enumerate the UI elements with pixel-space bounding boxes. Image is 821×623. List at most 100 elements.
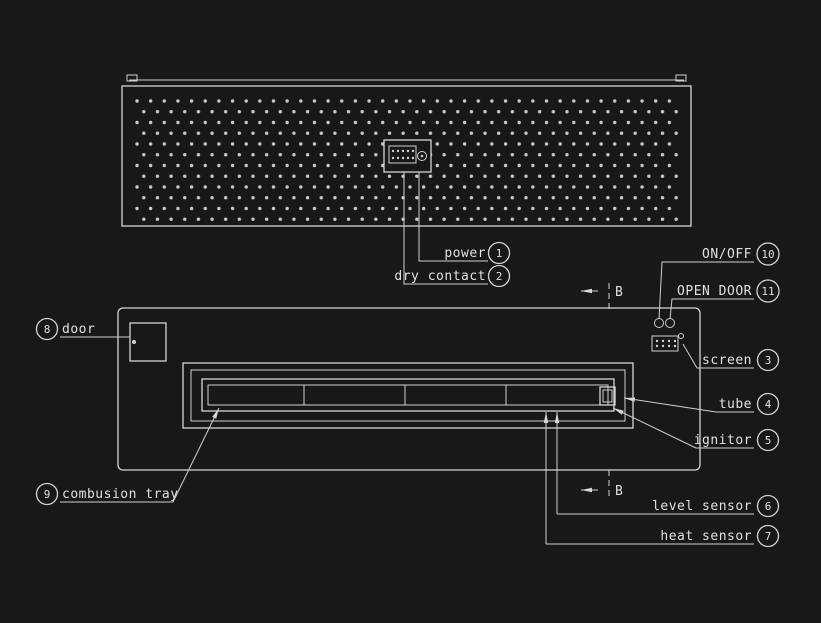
top-view-lip-tab-right — [675, 74, 687, 82]
burner-recess-inner — [190, 369, 626, 422]
leader-dry-contact — [403, 172, 488, 285]
burner-recess-outer — [182, 362, 634, 429]
screen-pin — [673, 339, 677, 343]
callout-on-off-balloon — [756, 242, 780, 266]
power-connector — [383, 139, 432, 173]
callout-level-sensor-number: 6 — [765, 500, 772, 513]
callout-screen-number: 3 — [765, 354, 772, 367]
callout-level-sensor: level sensor 6 — [554, 412, 780, 518]
connector-pin — [401, 149, 405, 153]
callout-door-label: door — [62, 322, 95, 337]
connector-pin-block — [388, 145, 417, 164]
screen-pin — [661, 344, 665, 348]
callout-tube-label: tube — [719, 397, 752, 412]
callout-dry-contact: dry contact 2 — [394, 172, 511, 288]
callout-open-door: OPEN DOOR 11 — [669, 279, 780, 320]
connector-pin — [391, 156, 395, 160]
top-view-lip-tab-left — [126, 74, 138, 82]
front-view — [117, 307, 701, 471]
callout-open-door-label: OPEN DOOR — [677, 284, 752, 299]
callout-screen-label: screen — [702, 353, 752, 368]
screen-pin — [655, 344, 659, 348]
callout-dry-contact-number: 2 — [496, 270, 503, 283]
connector-pin — [396, 149, 400, 153]
top-view — [121, 74, 692, 227]
screen-pin — [655, 339, 659, 343]
callout-screen: screen 3 — [682, 343, 780, 372]
callout-tube-balloon — [756, 392, 780, 416]
callout-combustion-tray-label: combusion tray — [62, 487, 179, 502]
leader-ignitor — [612, 407, 697, 449]
callout-door: 8 door — [35, 317, 130, 341]
callout-dry-contact-balloon — [487, 264, 511, 288]
section-label-bottom: B — [615, 484, 623, 499]
connector-pin — [411, 149, 415, 153]
leader-power — [418, 172, 488, 262]
screen-pin — [673, 344, 677, 348]
ignitor-outline — [599, 386, 616, 406]
callout-on-off: ON/OFF 10 — [658, 242, 780, 320]
callout-level-sensor-balloon — [756, 494, 780, 518]
tube-outline — [201, 378, 615, 412]
connector-pin — [411, 156, 415, 160]
callout-ignitor: ignitor 5 — [612, 407, 780, 452]
connector-pin — [396, 156, 400, 160]
connector-pin — [406, 156, 410, 160]
on-off-button — [654, 318, 664, 328]
connector-pin — [401, 156, 405, 160]
connector-pins — [391, 149, 415, 160]
door-hinge-dot — [132, 340, 136, 344]
callout-door-balloon — [35, 317, 59, 341]
connector-socket — [417, 151, 427, 161]
callout-heat-sensor-number: 7 — [765, 530, 772, 543]
callout-power-balloon — [487, 241, 511, 265]
callout-ignitor-label: ignitor — [694, 433, 752, 448]
callout-ignitor-number: 5 — [765, 434, 772, 447]
screen-connector-pins — [655, 339, 677, 348]
section-label-top: B — [615, 285, 623, 300]
screen-pin — [661, 339, 665, 343]
connector-socket-center — [420, 154, 424, 158]
callout-open-door-number: 11 — [761, 285, 774, 298]
callout-ignitor-balloon — [756, 428, 780, 452]
top-view-outline — [121, 85, 692, 227]
ignitor-inner — [602, 389, 613, 403]
leader-open-door — [669, 298, 754, 320]
screen-pin — [667, 339, 671, 343]
callout-on-off-number: 10 — [761, 248, 774, 261]
door-outline — [129, 322, 167, 362]
front-view-outline — [117, 307, 701, 471]
callout-screen-balloon — [756, 348, 780, 372]
leader-tube — [623, 397, 717, 413]
callout-heat-sensor-label: heat sensor — [660, 529, 752, 544]
callout-open-door-balloon — [756, 279, 780, 303]
callout-level-sensor-label: level sensor — [652, 499, 752, 514]
callout-combustion-tray-number: 9 — [44, 488, 51, 501]
section-marker-top: B — [581, 283, 623, 309]
callout-dry-contact-label: dry contact — [394, 269, 486, 284]
callout-heat-sensor: heat sensor 7 — [543, 412, 780, 548]
callout-tube-number: 4 — [765, 398, 772, 411]
tube-inner — [207, 384, 609, 406]
callout-power-label: power — [444, 246, 486, 261]
connector-pin — [391, 149, 395, 153]
open-door-button — [665, 318, 675, 328]
callout-heat-sensor-balloon — [756, 524, 780, 548]
callout-power-number: 1 — [496, 247, 503, 260]
connector-pin — [406, 149, 410, 153]
callout-power: power 1 — [418, 172, 511, 265]
callout-combustion-tray-balloon — [35, 482, 59, 506]
control-cluster — [651, 318, 684, 352]
section-marker-bottom: B — [581, 470, 623, 499]
callout-combustion-tray: 9 combusion tray — [35, 407, 220, 506]
leader-screen — [682, 343, 754, 369]
callout-tube: tube 4 — [623, 392, 780, 416]
callout-on-off-label: ON/OFF — [702, 247, 752, 262]
screen-connector-screw — [678, 333, 684, 339]
screen-connector — [651, 335, 679, 352]
callout-door-number: 8 — [44, 323, 51, 336]
screen-pin — [667, 344, 671, 348]
leader-on-off — [658, 261, 754, 320]
